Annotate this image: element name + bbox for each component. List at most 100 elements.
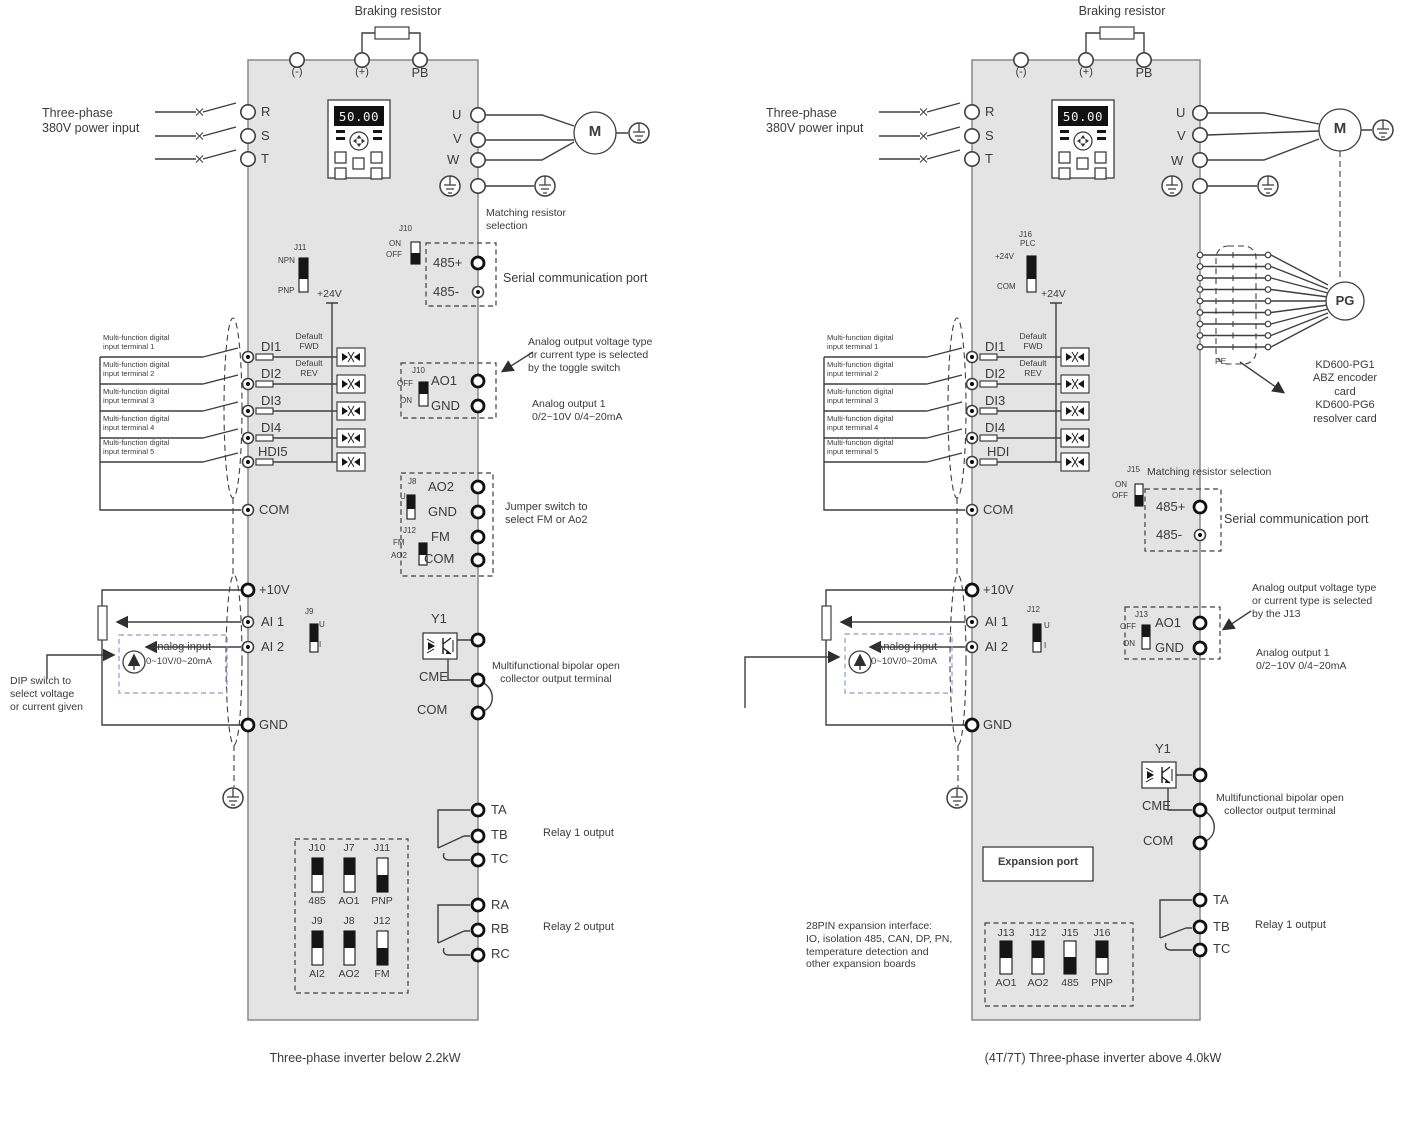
legend-function-label: FM <box>374 968 390 980</box>
terminal-gnd-label: GND <box>431 398 460 413</box>
terminal-ta-label: TA <box>491 802 507 817</box>
jumper-fm-label: FM <box>393 538 405 547</box>
ground-icon <box>439 175 461 197</box>
di-side-label: Multi-function digital input terminal 2 <box>827 360 894 379</box>
terminal-fm-label: FM <box>431 529 450 544</box>
terminal-com2 <box>470 705 486 721</box>
jumper-24v-label: +24V <box>995 252 1014 261</box>
serial-port-box <box>425 242 497 307</box>
resistor-icon <box>255 434 274 442</box>
potentiometer-icon <box>821 605 832 641</box>
jumper-j12-label: J12 <box>403 526 416 535</box>
jumper-legend-box <box>984 922 1134 1007</box>
shield-ground-icon <box>946 787 968 809</box>
terminal-pb-label: PB <box>1135 66 1153 80</box>
braking-resistor-icon <box>374 26 410 40</box>
terminal-ao1-label: AO1 <box>1155 615 1182 630</box>
terminal-t-label: T <box>261 151 269 166</box>
shield-ground-icon <box>222 787 244 809</box>
motor-label: M <box>1333 120 1347 137</box>
terminal-ao2-gnd <box>470 504 486 520</box>
jumper-off-label: OFF <box>386 250 402 259</box>
external-signal-arrow <box>46 648 116 678</box>
terminal-di1 <box>241 350 255 364</box>
terminal-ai2 <box>965 640 979 654</box>
terminal-y1 <box>470 632 486 648</box>
di1-default-label: Default FWD <box>1019 331 1047 352</box>
jumper-j11-label: J11 <box>294 243 307 252</box>
terminal-u-label: U <box>1176 105 1186 120</box>
terminal-v <box>469 132 487 148</box>
jumper-on-label: ON <box>1123 639 1135 648</box>
terminal-di1-label: DI1 <box>985 339 1006 354</box>
left-inverter-diagram <box>46 26 650 1021</box>
di-side-label: Multi-function digital input terminal 4 <box>827 414 894 433</box>
jumper-ao1 <box>418 381 429 407</box>
terminal-ao2 <box>470 479 486 495</box>
legend-jumper-j13 <box>999 940 1013 975</box>
jumper-j12-label: J12 <box>1027 605 1040 614</box>
terminal-gnd <box>240 717 256 733</box>
optocoupler-icon <box>336 374 366 394</box>
terminal-ai1 <box>241 615 255 629</box>
terminal-rb <box>470 922 486 938</box>
matching-resistor-note: Matching resistor selection <box>486 207 566 232</box>
jumper-j9-label: J9 <box>305 607 314 616</box>
jumper-j10-label: J10 <box>399 224 412 233</box>
terminal-com2 <box>1192 835 1208 851</box>
braking-resistor-icon <box>1099 26 1135 40</box>
di2-default-label: Default REV <box>295 358 323 379</box>
terminal-tc <box>470 852 486 868</box>
jumper-j16-label: J16 <box>1019 230 1032 239</box>
di-side-label: Multi-function digital input terminal 4 <box>103 414 170 433</box>
jumper-j16-plc <box>1026 255 1037 293</box>
jumper-j8-label: J8 <box>408 477 417 486</box>
terminal-ta-label: TA <box>1213 892 1229 907</box>
shield-cable <box>947 317 967 787</box>
terminal-10v-label: +10V <box>259 582 290 597</box>
terminal-u-label: U <box>452 107 462 122</box>
terminal-s <box>963 128 981 144</box>
resistor-icon <box>255 353 274 361</box>
terminal-com-label: COM <box>424 551 455 566</box>
terminal-di2 <box>965 377 979 391</box>
jumper-j12-fm-ao2 <box>418 542 428 566</box>
current-source-icon <box>848 650 872 674</box>
jumper-legend-box <box>294 838 409 994</box>
jumper-i-label: I <box>400 508 403 517</box>
legend-jumper-j9 <box>311 930 324 966</box>
optocoupler-icon <box>1060 347 1090 367</box>
pg-shield-box <box>1215 245 1257 365</box>
resistor-icon <box>979 380 998 388</box>
di-side-label: Multi-function digital input terminal 3 <box>827 387 894 406</box>
ao1-range-note: Analog output 1 0/2~10V 0/4~20mA <box>532 398 623 423</box>
wiring <box>46 32 628 956</box>
legend-function-label: AI2 <box>309 968 325 980</box>
terminal-di4-label: DI4 <box>261 420 282 435</box>
terminal-t-label: T <box>985 151 993 166</box>
legend-function-label: AO2 <box>338 968 360 980</box>
legend-function-label: 485 <box>308 895 326 907</box>
shield-cable <box>223 317 243 787</box>
terminal-tb <box>1192 919 1208 935</box>
terminal-di2-label: DI2 <box>261 366 282 381</box>
legend-jumper-j10 <box>311 857 324 893</box>
jumper-j11-npn-pnp <box>298 257 309 293</box>
legend-function-label: AO1 <box>995 977 1017 989</box>
terminal-pos-label: (+) <box>1079 66 1093 78</box>
analog-input-box <box>118 634 228 694</box>
terminal-tc-label: TC <box>491 851 509 866</box>
legend-jumper-label: J9 <box>311 915 323 927</box>
terminal-di3 <box>241 404 255 418</box>
terminal-di1 <box>965 350 979 364</box>
potentiometer-icon <box>97 605 108 641</box>
jumper-i-label: I <box>1044 641 1047 650</box>
terminal-485p-label: 485+ <box>433 255 463 270</box>
terminal-fm <box>470 529 486 545</box>
relay1-note: Relay 1 output <box>543 827 614 839</box>
legend-jumper-j16 <box>1095 940 1109 975</box>
legend-jumper-label: J10 <box>308 842 326 854</box>
analog-input-label: Analog input <box>150 641 212 653</box>
jumper-u-label: U <box>1044 621 1050 630</box>
motor-icon <box>573 111 617 155</box>
